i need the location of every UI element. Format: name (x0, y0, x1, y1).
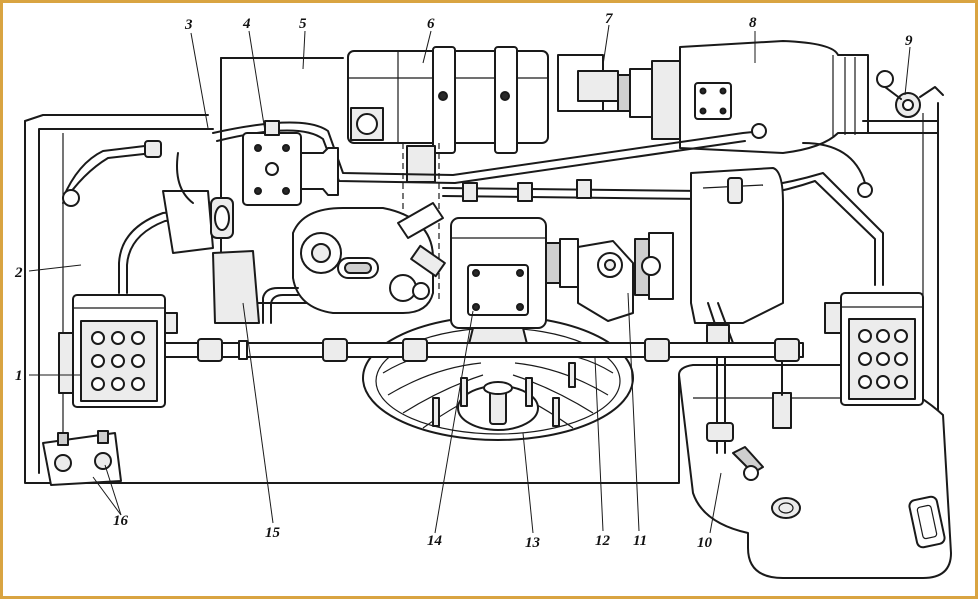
callout-5: 5 (299, 16, 307, 32)
drive-shaft (577, 232, 674, 322)
mounting-brackets (42, 430, 122, 486)
callout-8: 8 (749, 15, 757, 31)
callout-15: 15 (265, 525, 281, 541)
callout-14: 14 (427, 533, 443, 549)
fuel-filter (162, 152, 234, 254)
callout-16: 16 (113, 513, 129, 529)
fan-drive-gearbox (450, 217, 579, 349)
callout-12: 12 (595, 533, 611, 549)
callout-labels: 1 2 3 4 5 6 7 8 9 10 11 12 13 14 15 16 (14, 11, 913, 551)
callout-7: 7 (605, 11, 613, 27)
callout-2: 2 (14, 265, 23, 281)
callout-9: 9 (905, 33, 913, 49)
hydraulic-pump (212, 202, 446, 324)
control-valve (242, 120, 339, 206)
leader-lines (28, 24, 911, 534)
motor-assembly (557, 40, 869, 154)
callout-6: 6 (427, 16, 435, 32)
engine-compartment-drawing: 1 2 3 4 5 6 7 8 9 10 11 12 13 14 15 16 (14, 11, 952, 579)
right-valve-block (824, 292, 924, 406)
callout-4: 4 (242, 16, 251, 32)
callout-11: 11 (633, 533, 647, 549)
callout-1: 1 (15, 368, 23, 384)
callout-10: 10 (697, 535, 713, 551)
callout-13: 13 (525, 535, 541, 551)
callout-3: 3 (184, 17, 193, 33)
left-valve-block (58, 294, 178, 408)
main-rail (162, 338, 804, 362)
pressure-sensor (862, 70, 944, 134)
auxiliary-drive (690, 167, 784, 349)
